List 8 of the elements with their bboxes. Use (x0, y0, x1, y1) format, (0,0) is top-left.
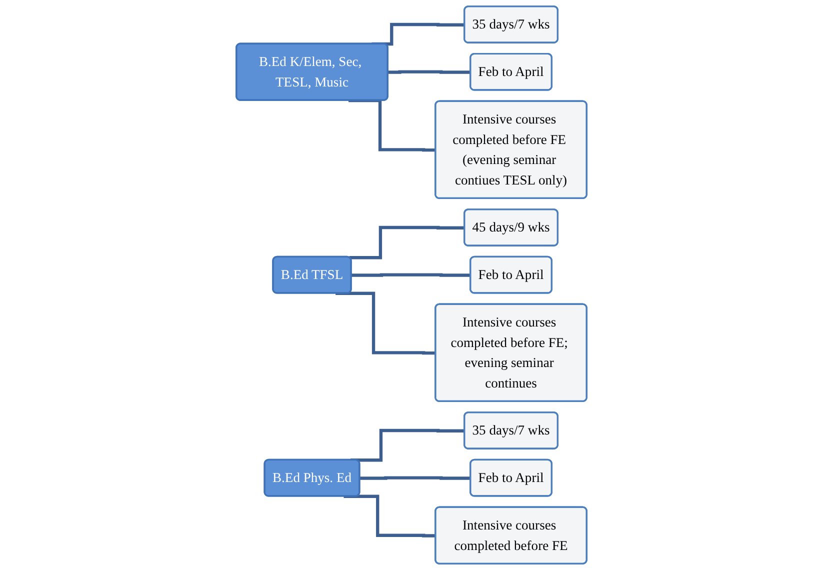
connector (348, 98, 436, 152)
connector (372, 22, 465, 46)
connector (349, 226, 465, 260)
connector (351, 273, 471, 277)
connector (388, 70, 471, 74)
connector (344, 494, 436, 538)
connector (336, 292, 436, 355)
connector (360, 476, 471, 480)
